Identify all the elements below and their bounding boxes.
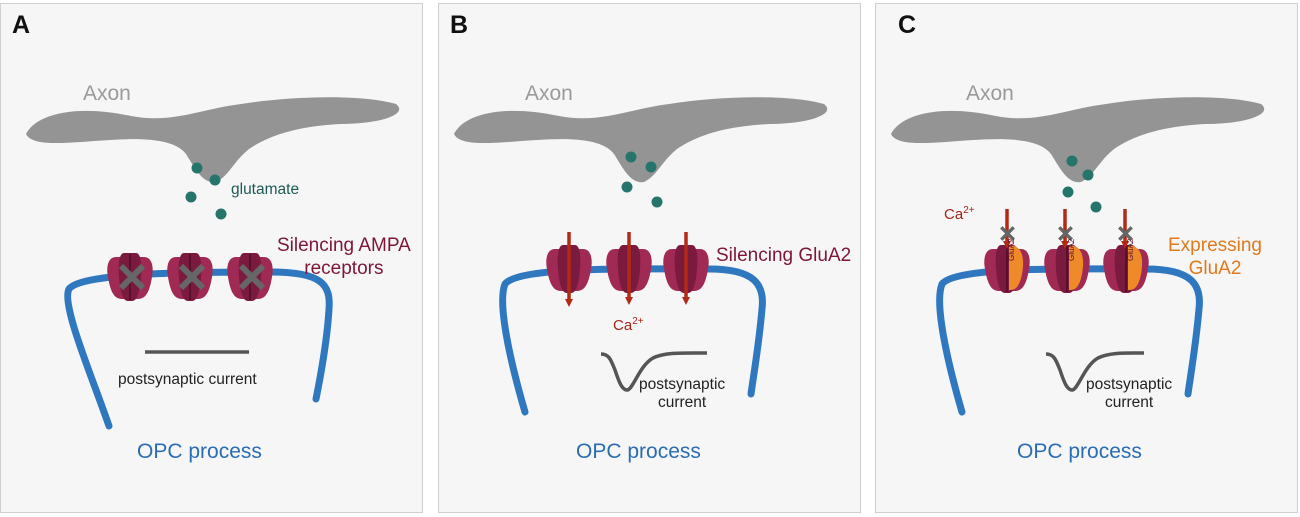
panel-a-diagram (26, 97, 400, 430)
glutamate-dot (645, 161, 657, 173)
receptor-label-line1: Silencing AMPA (277, 235, 411, 256)
current-label: postsynaptic current (639, 376, 725, 412)
current-label-line2: current (657, 394, 707, 411)
axon-label: Axon (525, 82, 573, 105)
calcium-charge: 2+ (963, 205, 975, 216)
panel-c: C Axon Ca2+ Expressing GluA2 GluA2 GluA2… (875, 3, 1298, 513)
current-label-line1: postsynaptic (639, 376, 726, 393)
axon-label: Axon (966, 82, 1014, 105)
glutamate-dot (1066, 155, 1078, 167)
opc-membrane (64, 268, 333, 430)
gluA2-receptor (984, 245, 1030, 293)
glutamate-dot (215, 208, 227, 220)
glutamate-dot (185, 191, 197, 203)
axon-shape (454, 97, 828, 183)
subunit-label: GluA2 (1007, 238, 1016, 261)
panel-letter: A (12, 11, 31, 39)
subunit-label: GluA2 (1126, 238, 1135, 261)
glutamate-dot (1090, 201, 1102, 213)
current-label: postsynaptic current (1086, 376, 1172, 412)
axon-shape (891, 97, 1265, 183)
current-label-line1: postsynaptic (1086, 376, 1173, 393)
receptor-label-line2: GluA2 (1188, 258, 1242, 279)
glutamate-dot (209, 174, 221, 186)
calcium-base: Ca (944, 206, 964, 223)
gluA2-receptor (1044, 245, 1090, 293)
opc-process-label: OPC process (576, 440, 701, 463)
glutamate-label: glutamate (231, 181, 300, 198)
receptor-label: Silencing AMPA receptors (277, 234, 411, 280)
receptor-label-line1: Expressing (1168, 235, 1262, 256)
calcium-base: Ca (613, 317, 633, 334)
receptor-label-line2: receptors (304, 258, 384, 279)
glutamate-dot (1082, 169, 1094, 181)
receptor-label: Expressing GluA2 (1168, 234, 1262, 280)
axon-shape (26, 97, 400, 183)
glutamate-dot (1062, 186, 1074, 198)
glutamate-dot (191, 162, 203, 174)
glutamate-dot (625, 151, 637, 163)
glutamate-dot (621, 181, 633, 193)
calcium-label: Ca2+ (944, 205, 975, 223)
current-label-line2: current (1104, 394, 1154, 411)
receptor-label: Silencing GluA2 (716, 245, 852, 266)
glutamate-dot (651, 196, 663, 208)
current-trace (600, 351, 708, 392)
subunit-label: GluA2 (1067, 238, 1076, 261)
opc-process-label: OPC process (137, 440, 262, 463)
opc-process-label: OPC process (1017, 440, 1142, 463)
panel-c-diagram (891, 97, 1265, 416)
panel-b: B Axon Silencing GluA2 Ca2+ postsynaptic… (438, 3, 861, 513)
panel-letter: C (898, 11, 917, 39)
calcium-label: Ca2+ (613, 316, 644, 334)
panel-letter: B (450, 11, 469, 39)
current-trace (1045, 351, 1145, 392)
axon-label: Axon (83, 82, 131, 105)
current-label: postsynaptic current (118, 371, 257, 388)
panel-a: A Axon glutamate Silencing AMPA receptor… (0, 3, 423, 513)
panel-b-diagram (454, 97, 828, 416)
gluA2-receptor (1103, 245, 1149, 293)
calcium-charge: 2+ (632, 316, 644, 327)
